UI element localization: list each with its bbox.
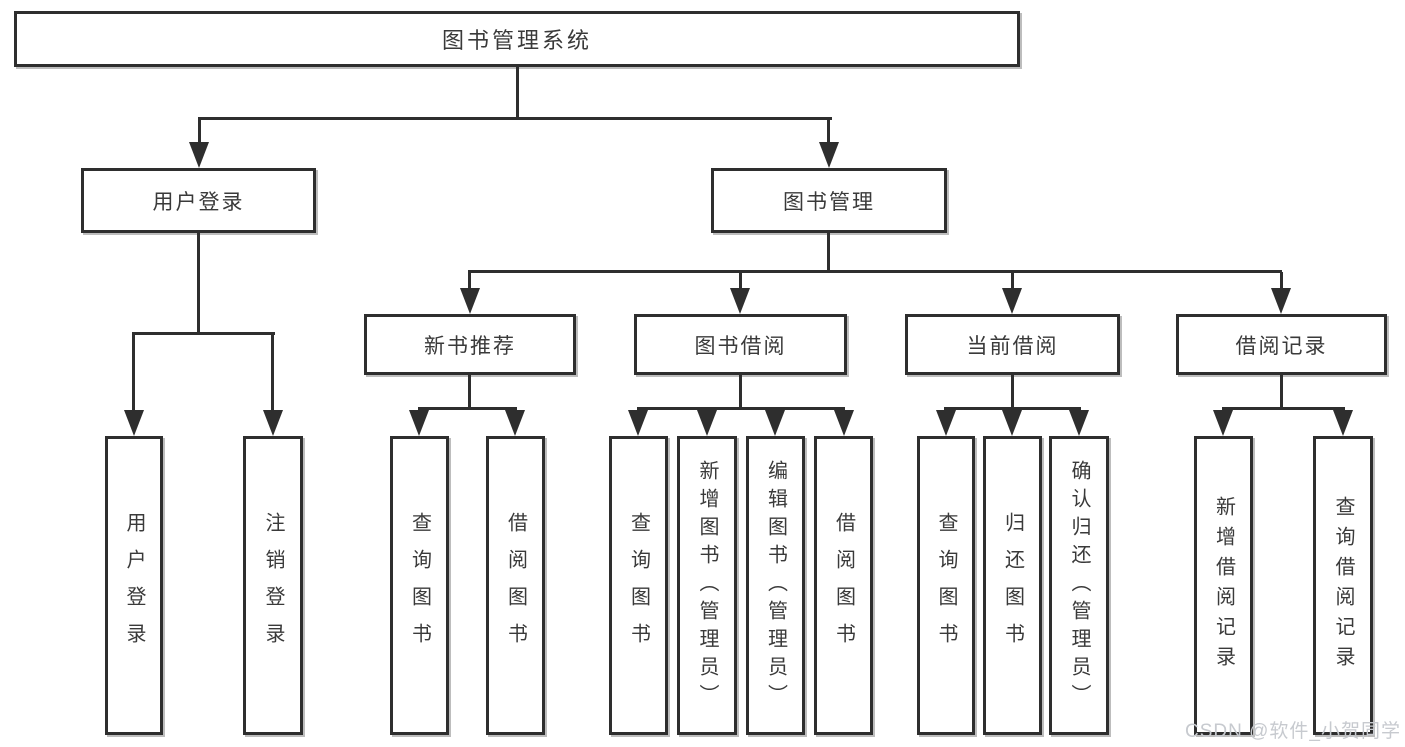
connector-arrow-shaft: [198, 119, 201, 145]
connector-arrow-shaft: [827, 119, 830, 145]
connector-level2-rail: [198, 117, 832, 120]
book-borrow-box: 图书借阅: [634, 314, 847, 375]
arrowhead-down-icon: [505, 410, 525, 436]
leaf-add-borrow-record-box: 新增借阅记录: [1194, 436, 1253, 735]
arrowhead-down-icon: [819, 142, 839, 168]
connector-arrow-shaft: [1280, 272, 1283, 290]
arrowhead-down-icon: [263, 410, 283, 436]
arrowhead-down-icon: [628, 410, 648, 436]
arrowhead-down-icon: [936, 410, 956, 436]
arrowhead-down-icon: [124, 410, 144, 436]
leaf-query-books-box: 查询图书: [609, 436, 668, 735]
csdn-watermark: CSDN @软件_小贺同学: [1185, 721, 1401, 742]
leaf-query-books-box: 查询图书: [917, 436, 975, 735]
leaf-add-book-admin-box: 新增图书（管理员）: [677, 436, 737, 735]
connector-login-rail: [132, 332, 275, 335]
connector-login-stem: [197, 232, 200, 335]
connector-mgmt-stem: [827, 233, 830, 273]
leaf-user-login-box: 用户登录: [105, 436, 163, 735]
connector-arrow-shaft: [271, 334, 274, 412]
connector-leaf-rail: [944, 407, 1081, 410]
arrowhead-down-icon: [1271, 288, 1291, 314]
connector-leaf-rail: [1222, 407, 1345, 410]
connector-section-stem: [468, 375, 471, 409]
connector-arrow-shaft: [1011, 272, 1014, 290]
connector-arrow-shaft: [468, 272, 471, 290]
arrowhead-down-icon: [697, 410, 717, 436]
arrowhead-down-icon: [189, 142, 209, 168]
new-book-recommend-box: 新书推荐: [364, 314, 576, 375]
arrowhead-down-icon: [730, 288, 750, 314]
connector-leaf-rail: [418, 407, 517, 410]
arrowhead-down-icon: [1069, 410, 1089, 436]
system-root-box: 图书管理系统: [14, 11, 1020, 67]
connector-section-stem: [739, 375, 742, 409]
leaf-logout-box: 注销登录: [243, 436, 303, 735]
arrowhead-down-icon: [1002, 410, 1022, 436]
book-management-branch-box: 图书管理: [711, 168, 947, 233]
arrowhead-down-icon: [1002, 288, 1022, 314]
arrowhead-down-icon: [460, 288, 480, 314]
arrowhead-down-icon: [1213, 410, 1233, 436]
connector-section-stem: [1011, 375, 1014, 409]
leaf-borrow-books-box: 借阅图书: [486, 436, 545, 735]
arrowhead-down-icon: [834, 410, 854, 436]
arrowhead-down-icon: [409, 410, 429, 436]
connector-arrow-shaft: [132, 334, 135, 412]
leaf-query-books-box: 查询图书: [390, 436, 449, 735]
leaf-query-borrow-record-box: 查询借阅记录: [1313, 436, 1373, 735]
leaf-borrow-books-box: 借阅图书: [814, 436, 873, 735]
arrowhead-down-icon: [1333, 410, 1353, 436]
borrow-record-box: 借阅记录: [1176, 314, 1387, 375]
connector-root-stem: [516, 67, 519, 120]
connector-section-stem: [1280, 375, 1283, 409]
connector-arrow-shaft: [739, 272, 742, 290]
connector-level3-rail: [468, 270, 1282, 273]
connector-leaf-rail: [637, 407, 845, 410]
arrowhead-down-icon: [765, 410, 785, 436]
leaf-edit-book-admin-box: 编辑图书（管理员）: [746, 436, 805, 735]
leaf-return-books-box: 归还图书: [983, 436, 1042, 735]
user-login-branch-box: 用户登录: [81, 168, 316, 233]
leaf-confirm-return-admin-box: 确认归还（管理员）: [1049, 436, 1109, 735]
current-borrow-box: 当前借阅: [905, 314, 1120, 375]
